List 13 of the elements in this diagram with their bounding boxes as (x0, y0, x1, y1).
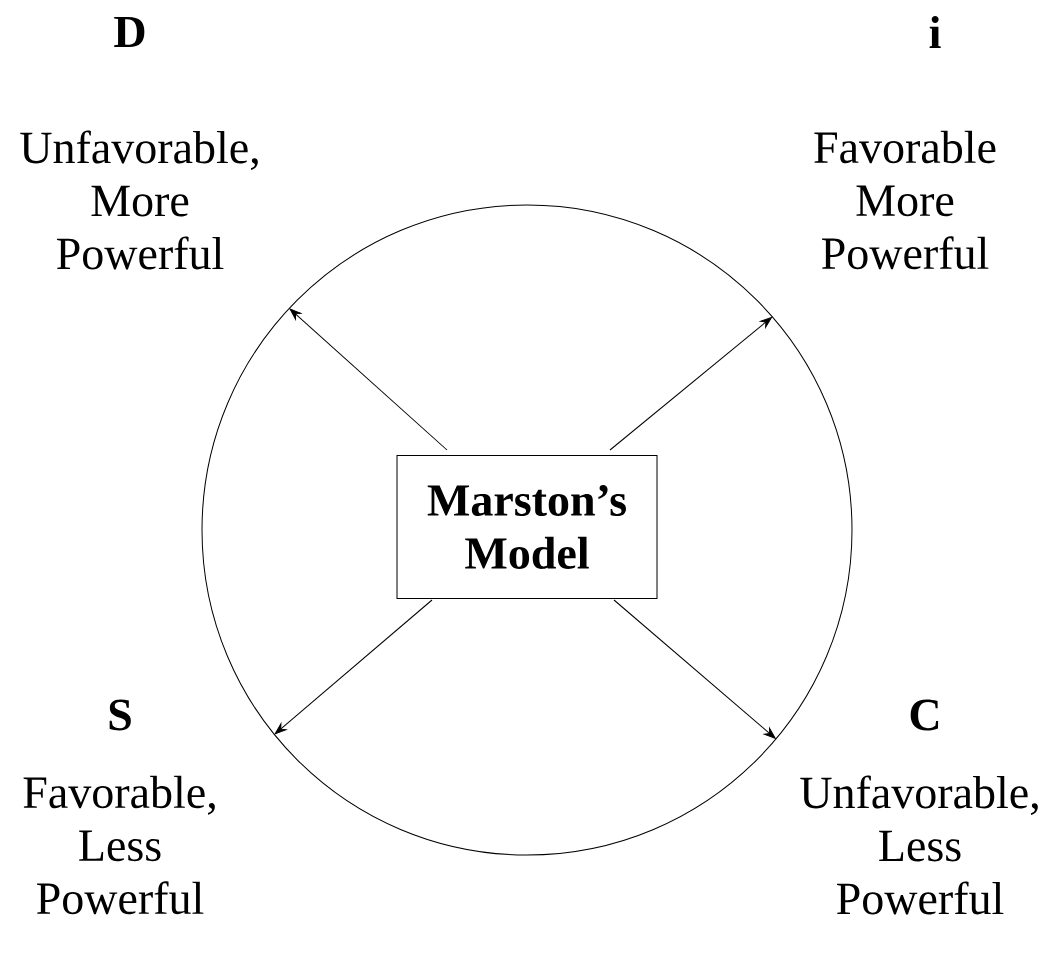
quadrant-description: Favorable, Less Powerful (23, 775, 215, 915)
arrow (289, 308, 448, 451)
quadrant-description: Unfavorable, Less Powerful (800, 775, 1038, 915)
arrow (609, 316, 772, 451)
model-box: Marston’s Model (396, 455, 658, 599)
quadrant-letter: i (929, 16, 941, 48)
quadrant-letter: S (109, 699, 131, 731)
quadrant-description: Favorable More Powerful (814, 130, 996, 270)
quadrant-description: Unfavorable, More Powerful (20, 130, 258, 270)
arrow (274, 599, 433, 735)
quadrant-letter: D (114, 16, 145, 48)
arrow (613, 599, 776, 739)
quadrant-letter: C (910, 699, 939, 731)
